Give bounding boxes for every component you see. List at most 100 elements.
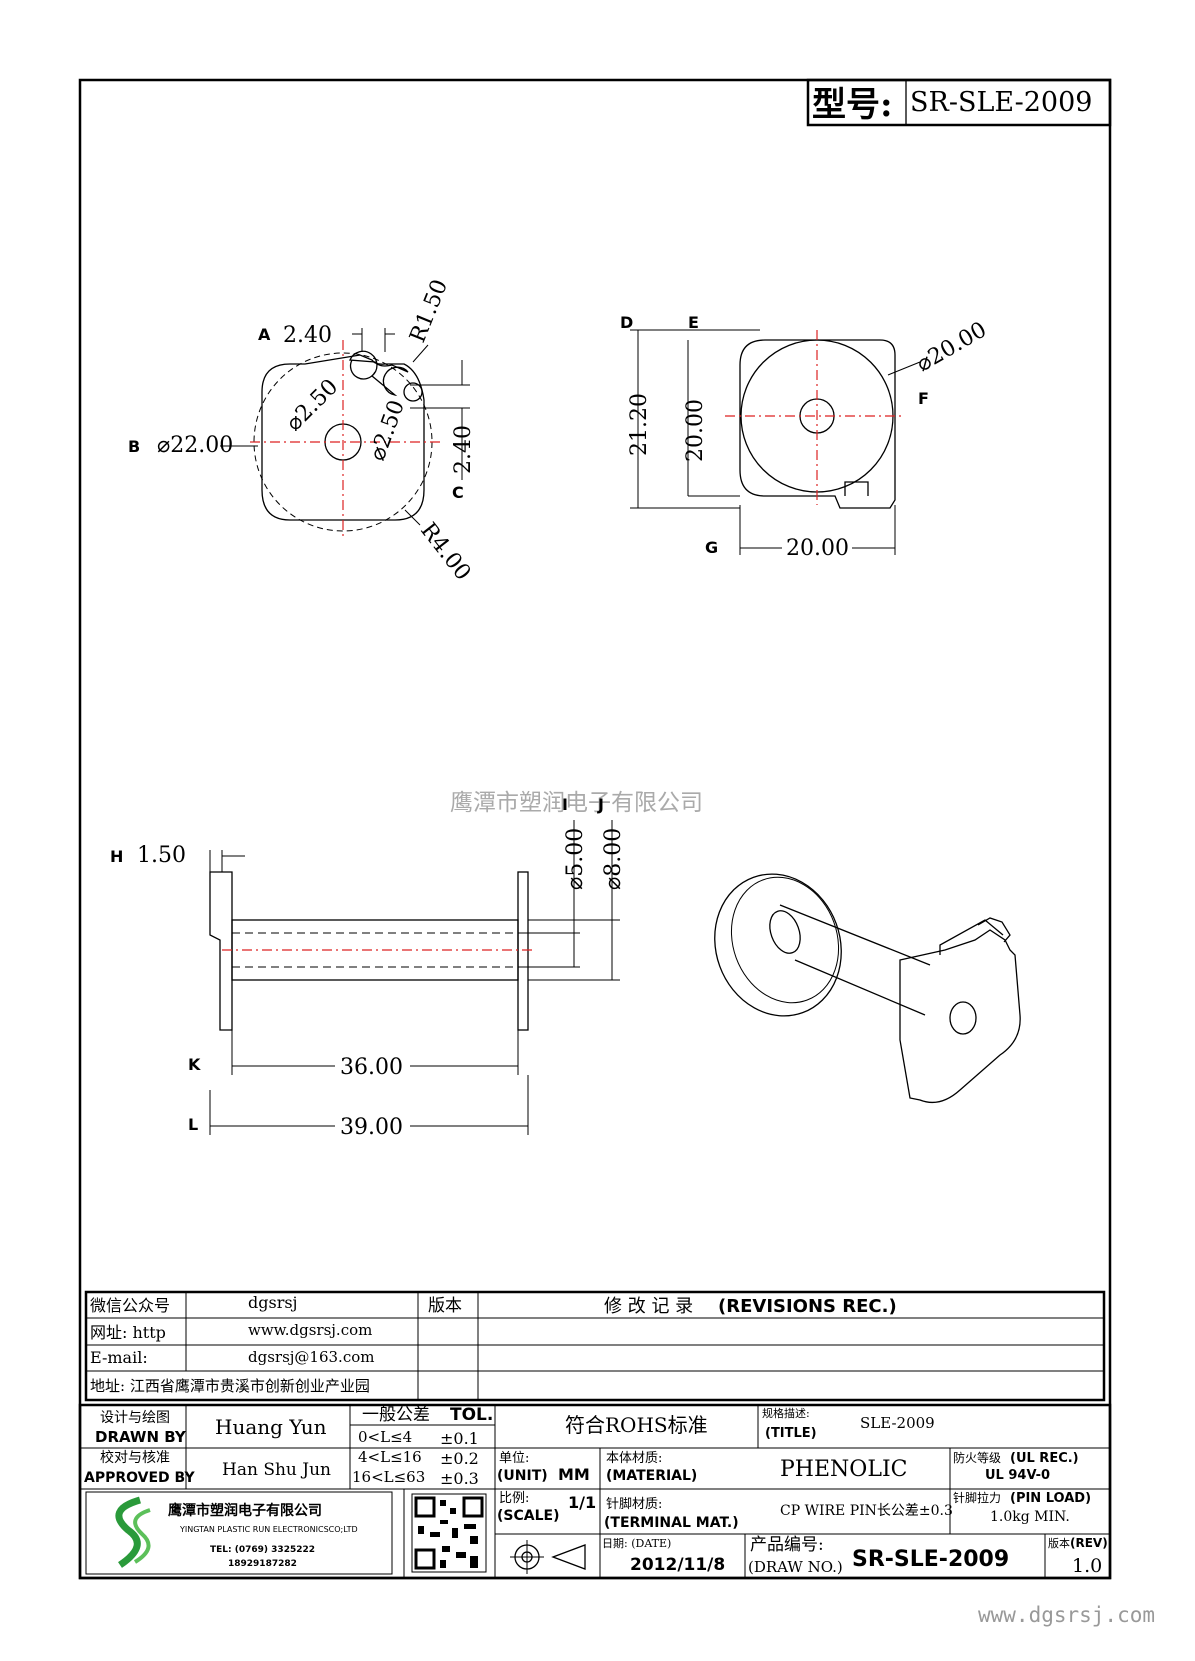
dim-r400: R4.00 bbox=[415, 518, 475, 585]
tag-a: A bbox=[258, 325, 271, 344]
rev-title-en: (REVISIONS REC.) bbox=[718, 1296, 897, 1317]
title-block: 设计与绘图 DRAWN BY Huang Yun 校对与核准 APPROVED … bbox=[78, 1403, 1112, 1580]
model-label: 型号: bbox=[812, 85, 893, 125]
dim-d500: ⌀5.00 bbox=[563, 828, 588, 890]
web-label: 网址: http bbox=[90, 1323, 166, 1342]
drawno-en: (DRAW NO.) bbox=[748, 1558, 843, 1576]
drawno-value: SR-SLE-2009 bbox=[852, 1547, 1009, 1572]
fire-value: UL 94V-0 bbox=[985, 1468, 1050, 1483]
dim-2120: 21.20 bbox=[627, 393, 652, 456]
dim-f: ⌀20.00 bbox=[913, 317, 992, 377]
top-left-view: A 2.40 R1.50 B ⌀22.00 ⌀2.50 ⌀2.50 2.40 C… bbox=[128, 276, 476, 585]
company-name-en: YINGTAN PLASTIC RUN ELECTRONICSCO;LTD bbox=[179, 1525, 358, 1534]
tag-b: B bbox=[128, 437, 140, 456]
tag-k: K bbox=[188, 1055, 201, 1074]
spec-cn: 规格描述: bbox=[762, 1406, 810, 1420]
dim-g: 20.00 bbox=[786, 536, 849, 561]
tag-f: F bbox=[918, 389, 929, 408]
rev-value: 1.0 bbox=[1072, 1555, 1102, 1577]
dim-k: 36.00 bbox=[340, 1055, 403, 1080]
tag-d: D bbox=[620, 313, 633, 332]
tag-h: H bbox=[110, 847, 123, 866]
tag-c: C bbox=[452, 483, 464, 502]
dim-r150: R1.50 bbox=[405, 276, 453, 346]
tol-cn: 一般公差 bbox=[362, 1405, 430, 1425]
approved-name: Han Shu Jun bbox=[222, 1460, 331, 1480]
drawn-name: Huang Yun bbox=[215, 1415, 327, 1439]
tag-e: E bbox=[688, 313, 699, 332]
tag-i: I bbox=[562, 795, 568, 814]
date-cn: 日期: (DATE) bbox=[602, 1537, 671, 1550]
company-logo-icon bbox=[115, 1496, 151, 1568]
tol-range-1: 0<L≤4 bbox=[358, 1428, 412, 1446]
approved-cn: 校对与核准 bbox=[100, 1449, 170, 1466]
info-block: 微信公众号 dgsrsj 网址: http www.dgsrsj.com E-m… bbox=[84, 1290, 1106, 1402]
tag-g: G bbox=[705, 538, 718, 557]
rev-title-cn: 修 改 记 录 bbox=[604, 1296, 693, 1317]
drawn-en: DRAWN BY bbox=[95, 1428, 187, 1446]
rohs-note: 符合ROHS标准 bbox=[565, 1413, 708, 1437]
dim-a: 2.40 bbox=[283, 323, 332, 348]
dim-c: 2.40 bbox=[451, 425, 476, 474]
unit-cn: 单位: bbox=[499, 1451, 529, 1466]
dim-d250-2: ⌀2.50 bbox=[365, 397, 410, 464]
material-value: PHENOLIC bbox=[780, 1457, 907, 1482]
unit-en: (UNIT) bbox=[497, 1468, 548, 1484]
rev-cn: 版本 bbox=[1048, 1536, 1070, 1550]
scale-cn: 比例: bbox=[499, 1491, 529, 1506]
date-value: 2012/11/8 bbox=[630, 1555, 725, 1575]
footer-url: www.dgsrsj.com bbox=[978, 1603, 1155, 1627]
projection-symbol-icon bbox=[510, 1540, 586, 1574]
tol-value-2: ±0.2 bbox=[440, 1449, 479, 1468]
watermark: 鹰潭市塑润电子有限公司 bbox=[450, 790, 703, 816]
fire-en: (UL REC.) bbox=[1010, 1451, 1079, 1466]
dim-d800: ⌀8.00 bbox=[601, 828, 626, 890]
model-value: SR-SLE-2009 bbox=[910, 87, 1092, 118]
email-label: E-mail: bbox=[90, 1348, 148, 1367]
terminal-en: (TERMINAL MAT.) bbox=[604, 1515, 739, 1531]
tol-range-2: 4<L≤16 bbox=[358, 1448, 422, 1466]
pinload-cn: 针脚拉力 bbox=[953, 1490, 1001, 1505]
terminal-value: CP WIRE PIN长公差±0.3 bbox=[780, 1503, 953, 1519]
sheet-border bbox=[78, 78, 1112, 1580]
tol-range-3: 16<L≤63 bbox=[352, 1468, 425, 1486]
model-box: 型号: SR-SLE-2009 bbox=[806, 78, 1112, 127]
company-mobile: 18929187282 bbox=[228, 1559, 297, 1569]
pinload-value: 1.0kg MIN. bbox=[990, 1509, 1070, 1525]
spec-en: (TITLE) bbox=[765, 1426, 817, 1441]
tag-j: J bbox=[597, 795, 604, 814]
fire-cn: 防火等级 bbox=[953, 1450, 1001, 1465]
company-tel: TEL: (0769) 3325222 bbox=[210, 1545, 315, 1555]
wechat-value: dgsrsj bbox=[248, 1293, 298, 1312]
isometric-view bbox=[714, 873, 1021, 1104]
web-value: www.dgsrsj.com bbox=[248, 1321, 372, 1339]
rev-label: 版本 bbox=[428, 1296, 462, 1316]
scale-en: (SCALE) bbox=[497, 1508, 559, 1524]
pinload-en: (PIN LOAD) bbox=[1010, 1491, 1091, 1506]
drawno-cn: 产品编号: bbox=[750, 1535, 824, 1555]
spec-value: SLE-2009 bbox=[860, 1414, 935, 1432]
company-block: 鹰潭市塑润电子有限公司 YINGTAN PLASTIC RUN ELECTRON… bbox=[85, 1491, 487, 1575]
dim-b: ⌀22.00 bbox=[157, 433, 233, 458]
dim-2000v: 20.00 bbox=[683, 399, 708, 462]
material-cn: 本体材质: bbox=[606, 1451, 662, 1466]
material-en: (MATERIAL) bbox=[606, 1468, 697, 1484]
dim-l: 39.00 bbox=[340, 1115, 403, 1140]
scale-value: 1/1 bbox=[568, 1493, 596, 1512]
unit-value: MM bbox=[558, 1465, 590, 1484]
terminal-cn: 针脚材质: bbox=[606, 1496, 662, 1512]
email-value: dgsrsj@163.com bbox=[248, 1348, 374, 1366]
company-name-cn: 鹰潭市塑润电子有限公司 bbox=[168, 1502, 322, 1519]
drawn-cn: 设计与绘图 bbox=[100, 1410, 170, 1426]
approved-en: APPROVED BY bbox=[84, 1470, 195, 1486]
wechat-label: 微信公众号 bbox=[90, 1296, 170, 1315]
tol-en: TOL. bbox=[450, 1405, 493, 1425]
top-right-view: D E 21.20 20.00 ⌀20.00 F 20.00 G bbox=[620, 313, 991, 561]
qr-code-icon bbox=[411, 1493, 487, 1573]
tol-value-3: ±0.3 bbox=[440, 1469, 479, 1488]
address: 地址: 江西省鹰潭市贵溪市创新创业产业园 bbox=[90, 1377, 370, 1395]
side-view: H 1.50 I J ⌀5.00 ⌀8.00 36.00 K 39.00 L bbox=[110, 795, 626, 1140]
dim-h: 1.50 bbox=[137, 843, 186, 868]
tag-l: L bbox=[188, 1115, 198, 1134]
